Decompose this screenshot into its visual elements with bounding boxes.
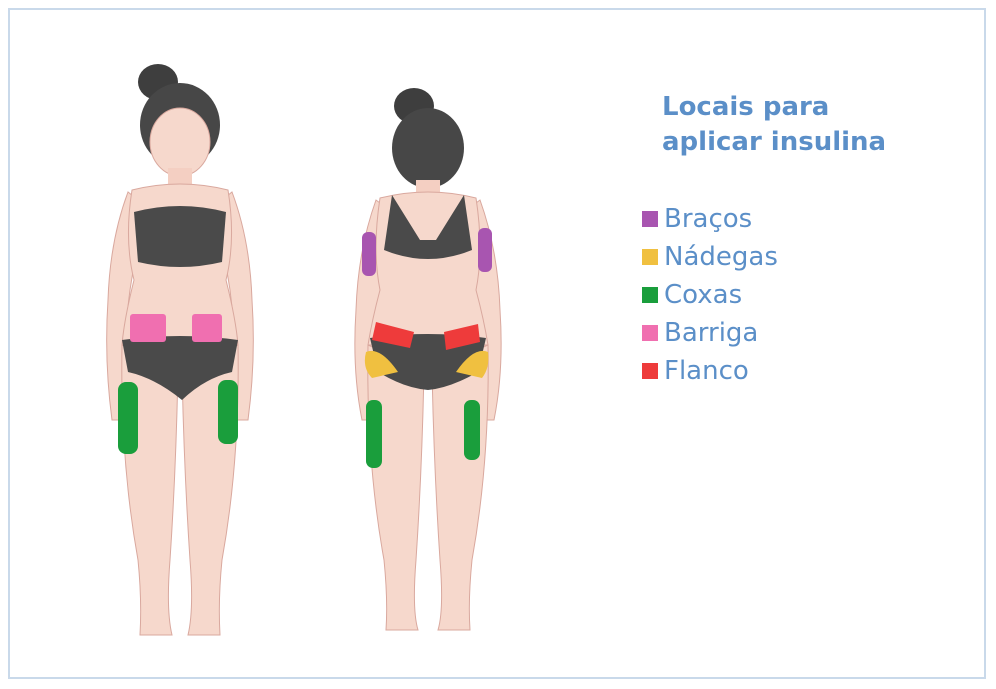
legend-item-barriga: Barriga [642, 314, 778, 352]
legend-swatch [642, 325, 658, 341]
back-figure [355, 88, 501, 630]
thigh-zone-back-left [366, 400, 382, 468]
legend-item-flanco: Flanco [642, 352, 778, 390]
legend-label: Braços [664, 202, 752, 236]
thigh-zone-back-right [464, 400, 480, 460]
legend: Braços Nádegas Coxas Barriga Flanco [642, 200, 778, 390]
legend-item-bracos: Braços [642, 200, 778, 238]
legend-swatch [642, 249, 658, 265]
legend-label: Nádegas [664, 240, 778, 274]
legend-label: Flanco [664, 354, 749, 388]
thigh-zone-right [218, 380, 238, 444]
thigh-zone-left [118, 382, 138, 454]
belly-zone-right [192, 314, 222, 342]
legend-item-nadegas: Nádegas [642, 238, 778, 276]
legend-swatch [642, 287, 658, 303]
legend-title: Locais para aplicar insulina [662, 90, 922, 160]
arm-zone-right [478, 228, 492, 272]
legend-label: Barriga [664, 316, 758, 350]
legend-label: Coxas [664, 278, 742, 312]
legend-swatch [642, 211, 658, 227]
legend-swatch [642, 363, 658, 379]
front-figure [107, 64, 254, 635]
legend-item-coxas: Coxas [642, 276, 778, 314]
arm-zone-left [362, 232, 376, 276]
belly-zone-left [130, 314, 166, 342]
